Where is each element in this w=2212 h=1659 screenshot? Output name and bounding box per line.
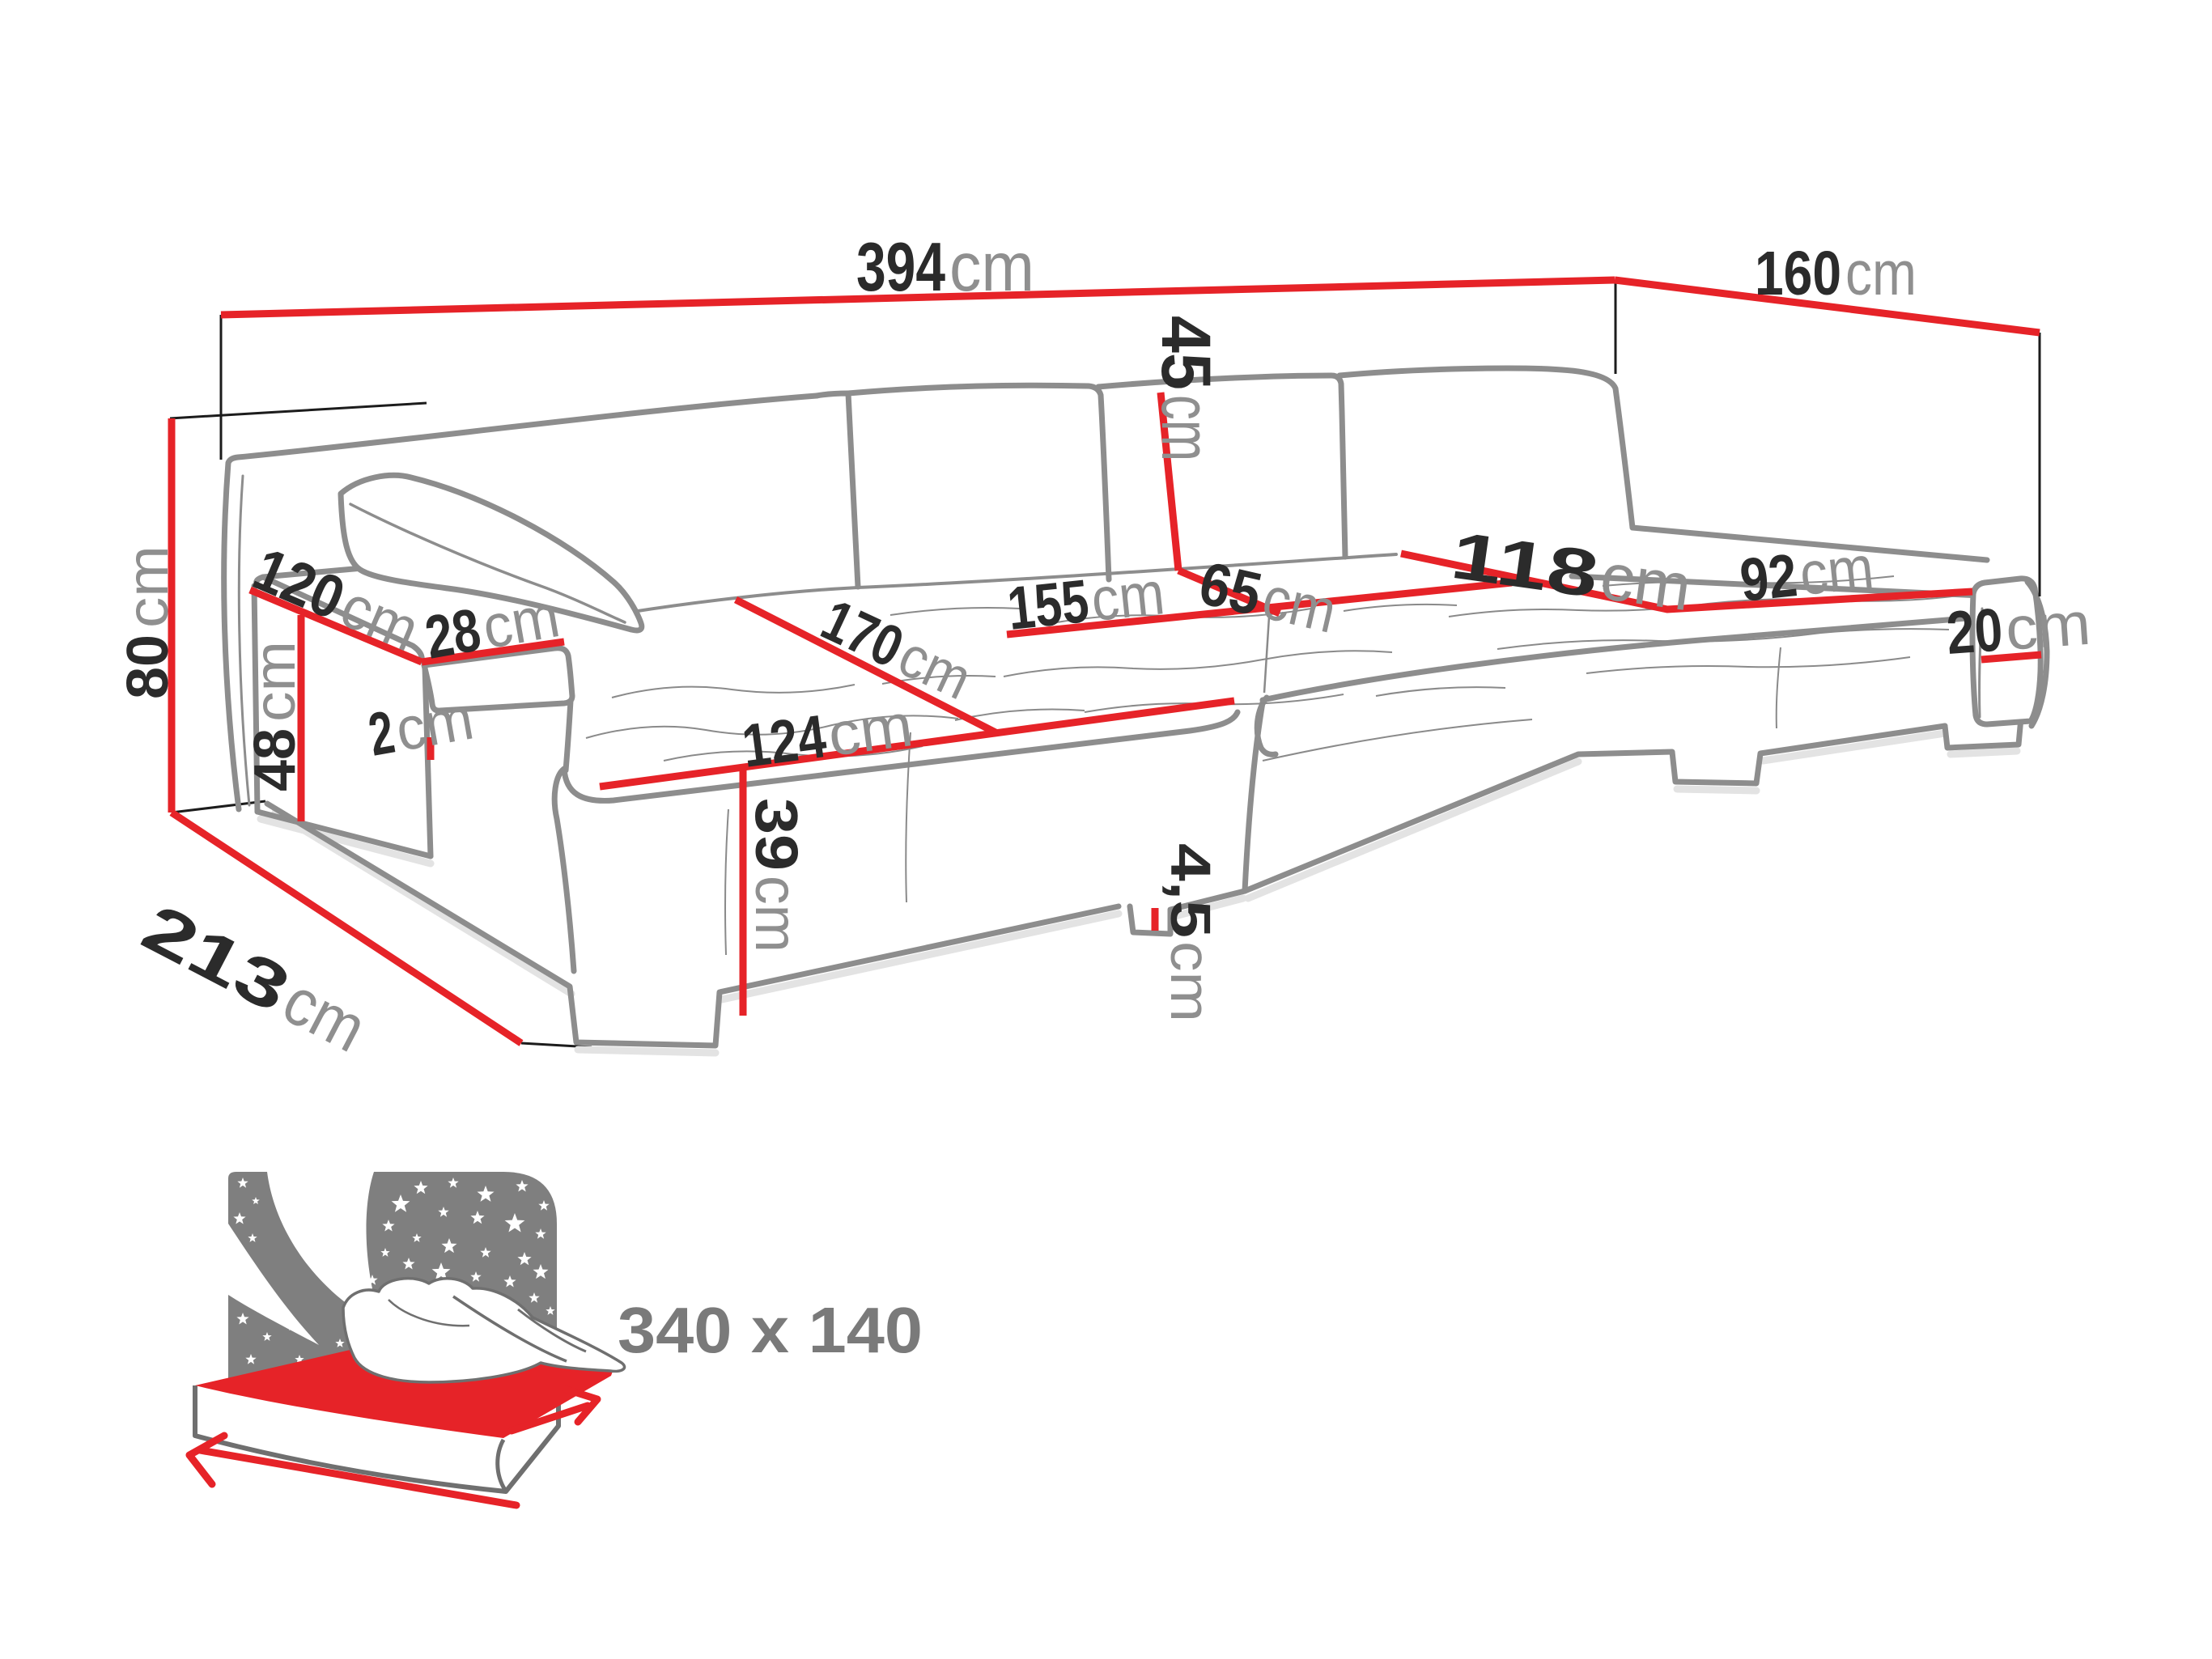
svg-text:394cm: 394cm [856,229,1034,306]
svg-text:124cm: 124cm [738,690,916,780]
svg-text:45cm: 45cm [1147,316,1225,461]
svg-text:160cm: 160cm [1755,239,1917,308]
svg-text:39cm: 39cm [743,798,810,953]
svg-text:48cm: 48cm [243,641,308,791]
svg-text:4,5cm: 4,5cm [1159,843,1222,1022]
svg-text:155cm: 155cm [1004,558,1168,643]
svg-text:80cm: 80cm [116,545,180,699]
svg-text:28cm: 28cm [420,581,564,672]
svg-text:92cm: 92cm [1737,532,1877,614]
svg-text:340 x 140: 340 x 140 [618,1294,923,1366]
svg-text:65cm: 65cm [1193,549,1343,646]
svg-text:20cm: 20cm [1944,589,2092,667]
